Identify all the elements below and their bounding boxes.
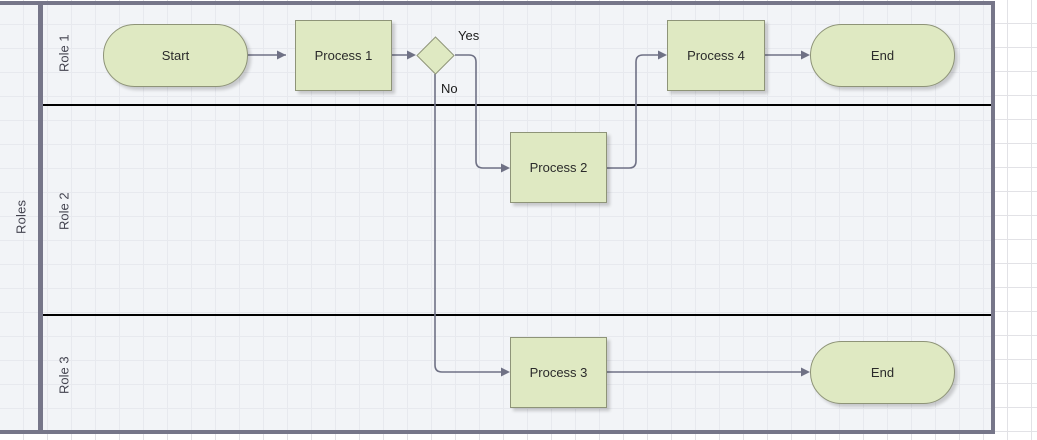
- node-start[interactable]: Start: [103, 24, 248, 87]
- decision-diamond-icon: [416, 36, 455, 75]
- edge-label-no: No: [441, 81, 458, 96]
- node-end-lane1[interactable]: End: [810, 24, 955, 87]
- pool-title: Roles: [13, 199, 29, 234]
- lane-divider-2: [43, 314, 991, 316]
- node-decision[interactable]: [416, 36, 455, 75]
- lane-label-role-1: Role 1: [56, 34, 72, 72]
- node-process-2[interactable]: Process 2: [510, 132, 607, 203]
- lane-label-role-3: Role 3: [56, 356, 72, 394]
- edge-label-yes: Yes: [458, 28, 480, 43]
- node-process-4[interactable]: Process 4: [667, 20, 765, 91]
- node-process-3[interactable]: Process 3: [510, 337, 607, 408]
- lane-divider-1: [43, 104, 991, 106]
- node-process-1[interactable]: Process 1: [295, 20, 392, 91]
- node-end-lane3[interactable]: End: [810, 341, 955, 404]
- lane-label-role-2: Role 2: [56, 192, 72, 230]
- pool-header-divider: [38, 1, 43, 434]
